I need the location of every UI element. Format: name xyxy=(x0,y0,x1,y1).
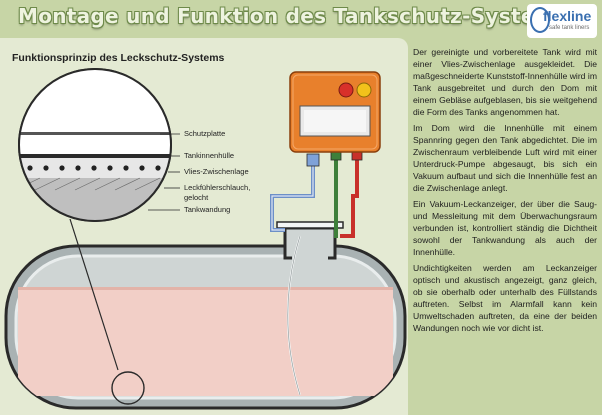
detail-circle-outline xyxy=(18,68,172,222)
detail-inner-liner xyxy=(19,154,171,158)
dome-opening xyxy=(292,246,328,260)
detail-sensor-holes xyxy=(27,165,161,171)
paragraph-1: Der gereinigte und vorbereitete Tank wir… xyxy=(413,47,597,117)
logo: flexline safe tank liners xyxy=(527,4,597,38)
logo-subtitle: safe tank liners xyxy=(549,25,590,31)
alarm-lamp-yellow-icon xyxy=(356,82,372,98)
label-protection-plate: Schutzplatte xyxy=(184,129,226,138)
tank-fluid xyxy=(18,288,393,396)
vent-line xyxy=(340,158,359,238)
page-title: Montage und Funktion des Tankschutz-Syst… xyxy=(18,4,569,28)
connection-lines xyxy=(270,149,363,238)
fluid-surface xyxy=(18,287,393,290)
logo-mark-icon xyxy=(530,7,550,33)
leak-detector xyxy=(289,71,381,153)
description-text: Der gereinigte und vorbereitete Tank wir… xyxy=(413,46,597,415)
tank xyxy=(4,221,407,410)
paragraph-2: Im Dom wird die Innenhülle mit einem Spa… xyxy=(413,123,597,193)
detector-display-glass xyxy=(304,110,366,132)
measure-line-highlight xyxy=(271,162,314,231)
diagram-title: Funktionsprinzip des Leckschutz-Systems xyxy=(12,52,225,64)
measure-valve xyxy=(306,153,320,167)
suction-hose-edge xyxy=(287,235,301,396)
detail-tank-wall xyxy=(19,178,171,221)
detail-interior xyxy=(19,69,171,160)
detector-bevel xyxy=(292,74,378,150)
header-bar: Montage und Funktion des Tankschutz-Syst… xyxy=(0,0,602,38)
dome-flange xyxy=(276,221,344,229)
label-leaders xyxy=(148,133,180,211)
magnifier-target xyxy=(111,371,145,405)
label-leak-sensor-hose-perforated: gelocht xyxy=(184,193,209,202)
detail-protection-plate xyxy=(19,132,171,135)
label-leak-sensor-hose: Leckfühlerschlauch, xyxy=(184,183,251,192)
magnifier-connector xyxy=(69,218,119,371)
label-inner-liner: Tankinnenhülle xyxy=(184,151,235,160)
paragraph-3: Ein Vakuum-Leckanzeiger, der über die Sa… xyxy=(413,199,597,257)
logo-text: flexline xyxy=(543,8,592,24)
alarm-lamp-red-icon xyxy=(338,82,354,98)
paragraph-4: Undichtigkeiten werden am Leckanzeiger o… xyxy=(413,263,597,333)
label-fleece-layer: Vlies-Zwischenlage xyxy=(184,167,249,176)
label-tank-wall: Tankwandung xyxy=(184,205,231,214)
